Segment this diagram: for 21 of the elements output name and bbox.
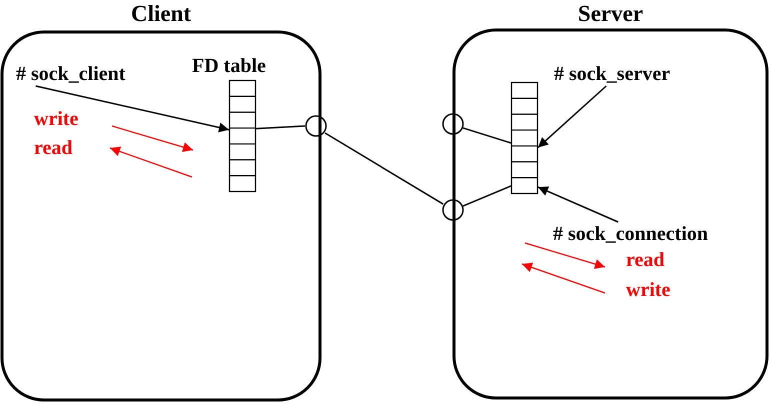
operation-label: read bbox=[34, 136, 73, 160]
leader-arrow bbox=[538, 85, 607, 148]
fd-table bbox=[511, 82, 538, 194]
socket-label: # sock_client bbox=[16, 62, 126, 86]
socket-label: # sock_connection bbox=[553, 222, 708, 246]
connector-line bbox=[462, 127, 512, 144]
connector-line bbox=[256, 125, 306, 130]
operation-label: read bbox=[626, 248, 665, 272]
leader-arrow bbox=[538, 186, 618, 223]
connector-line bbox=[462, 185, 512, 207]
leader-arrow bbox=[36, 85, 230, 132]
operation-label: write bbox=[626, 278, 670, 302]
socket-circle bbox=[305, 115, 327, 137]
panel-heading: Server bbox=[578, 2, 644, 26]
table-heading: FD table bbox=[192, 54, 266, 78]
operation-label: write bbox=[34, 107, 78, 131]
socket-circle bbox=[442, 199, 464, 221]
connector-line bbox=[324, 132, 444, 205]
panel-heading: Client bbox=[130, 2, 192, 26]
socket-label: # sock_server bbox=[554, 62, 670, 86]
socket-circle bbox=[442, 113, 464, 135]
